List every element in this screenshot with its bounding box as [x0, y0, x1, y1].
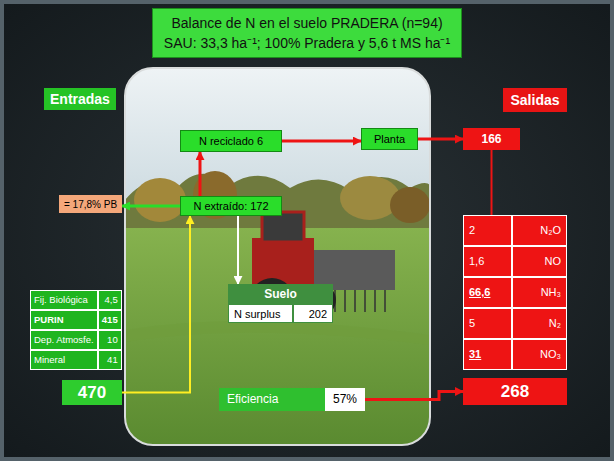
- process-box: N extraído: 172: [180, 196, 282, 216]
- connector: [418, 138, 463, 141]
- node-text: Balance de N en el suelo PRADERA (n=94): [171, 13, 442, 33]
- table-cell: NO₃: [512, 339, 567, 370]
- total-box: 268: [463, 378, 567, 405]
- table-cell: N surplus: [228, 304, 293, 323]
- table-cell: 5: [463, 308, 512, 339]
- connector: [199, 152, 202, 196]
- connector: [282, 140, 361, 143]
- table-cell: 10: [98, 330, 122, 350]
- table-cell: N₂O: [512, 215, 567, 246]
- total-box: 470: [62, 380, 122, 405]
- value-box: 166: [463, 128, 520, 150]
- soil-box: SueloN surplus202: [228, 284, 333, 323]
- table-cell: 415: [98, 310, 122, 330]
- node-text: N extraído: 172: [193, 200, 268, 212]
- table-cell: Fij. Biológica: [30, 290, 98, 310]
- table-cell: Suelo: [228, 284, 333, 304]
- field-photo: [125, 68, 430, 445]
- title-box: Balance de N en el suelo PRADERA (n=94)S…: [152, 8, 462, 58]
- node-text: Salidas: [510, 92, 559, 108]
- output-table: 2N₂O1,6NO66,6NH₃5N₂31NO₃: [463, 215, 567, 370]
- table-cell: Dep. Atmosfe.: [30, 330, 98, 350]
- node-text: 470: [78, 383, 106, 403]
- node-text: 166: [481, 132, 501, 146]
- table-cell: NH₃: [512, 277, 567, 308]
- table-cell: NO: [512, 246, 567, 277]
- table-cell: 66,6: [463, 277, 512, 308]
- input-table: Fij. Biológica4,5PURIN415Dep. Atmosfe.10…: [30, 290, 122, 370]
- table-cell: 31: [463, 339, 512, 370]
- table-cell: 41: [98, 350, 122, 370]
- table-cell: PURIN: [30, 310, 98, 330]
- table-cell: 4,5: [98, 290, 122, 310]
- note-box: = 17,8% PB: [59, 195, 122, 213]
- connector: [122, 216, 190, 393]
- table-cell: N₂: [512, 308, 567, 339]
- node-text: = 17,8% PB: [64, 199, 117, 210]
- table-cell: Mineral: [30, 350, 98, 370]
- process-box: Planta: [361, 128, 418, 150]
- node-text: 268: [501, 382, 529, 402]
- table-cell: 57%: [325, 388, 365, 411]
- node-text: N reciclado 6: [199, 135, 263, 147]
- connector: [491, 150, 493, 215]
- section-label: Entradas: [44, 88, 116, 110]
- connector: [365, 392, 463, 400]
- node-text: Entradas: [50, 91, 110, 107]
- slide-ground: [4, 4, 610, 457]
- connector: [237, 216, 239, 284]
- section-label: Salidas: [503, 88, 567, 112]
- process-box: N reciclado 6: [180, 130, 282, 152]
- table-cell: Eficiencia: [219, 388, 325, 411]
- connector: [122, 205, 180, 208]
- table-cell: 202: [293, 304, 333, 323]
- node-text: Planta: [374, 133, 405, 145]
- efficiency-box: Eficiencia57%: [219, 388, 365, 411]
- node-text: SAU: 33,3 ha⁻¹; 100% Pradera y 5,6 t MS …: [164, 33, 450, 53]
- photo-border: [125, 68, 430, 445]
- table-cell: 2: [463, 215, 512, 246]
- table-cell: 1,6: [463, 246, 512, 277]
